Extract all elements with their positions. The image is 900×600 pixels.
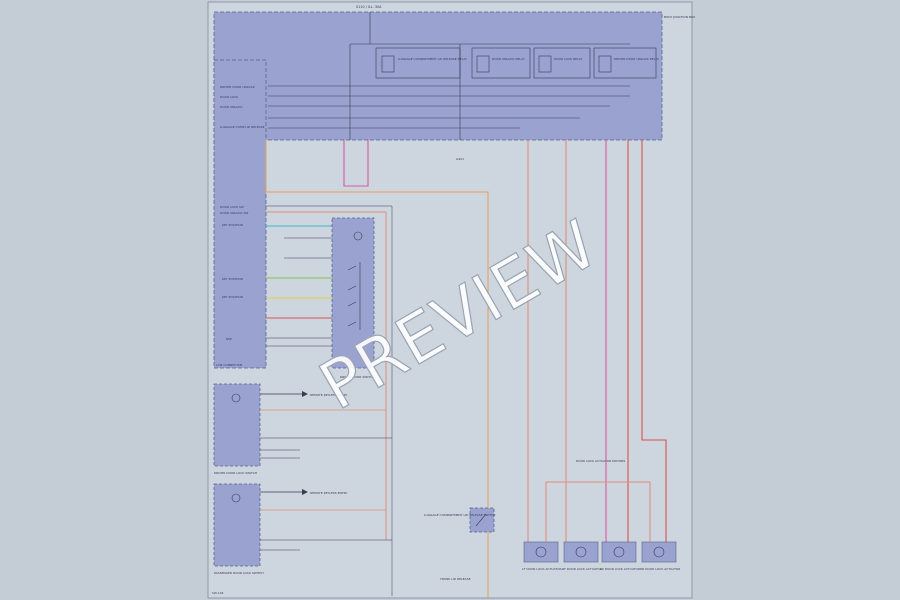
- trunk-release-note: TRUNK LID RELEASE: [439, 577, 471, 581]
- trunk-release-wire: [265, 140, 489, 598]
- lf-actuator-label: LF DOOR LOCK ACTUATOR: [522, 567, 562, 571]
- relay-4-label: DRIVER DOOR UNLOCK RELAY: [614, 57, 659, 61]
- gem-pin-labels: DRIVER DOOR UNLOCK DOOR LOCK DOOR UNLOCK…: [216, 85, 265, 367]
- gem-pin-7: KEY POSITION: [222, 223, 243, 227]
- gem-pin-10: RKE: [226, 337, 232, 341]
- gem-pin-4: LUGGAGE COMP LID RELEASE: [220, 125, 265, 129]
- arrow-icon-2: [302, 489, 308, 495]
- gem-pin-1: DRIVER DOOR UNLOCK: [220, 85, 256, 89]
- gem-pin-5: DOOR LOCK SW: [220, 205, 244, 209]
- arrow-icon: [302, 391, 308, 397]
- relay-3-label: DOOR LOCK RELAY: [554, 57, 583, 61]
- driver-switch-label: DRIVER DOOR LOCK SWITCH: [214, 471, 257, 475]
- trunk-switch-module: [469, 507, 495, 533]
- gem-footer: LCM CONNECTOR: [216, 363, 243, 367]
- pink-wires: [343, 140, 369, 187]
- trunk-switch-label: LUGGAGE COMPARTMENT LID RELEASE SWITCH: [424, 513, 495, 517]
- bjb-module-label: BODY JUNCTION BOX: [664, 15, 695, 19]
- rf-actuator-label: RF DOOR LOCK ACTUATOR: [562, 567, 602, 571]
- gem-pin-9: KEY POSITION: [222, 295, 243, 299]
- relay-trunk-release: LUGGAGE COMPARTMENT LID RELEASE RELAY: [375, 47, 467, 79]
- switch-contacts: [347, 262, 361, 330]
- lr-actuator-label: LR DOOR LOCK ACTUATOR: [600, 567, 640, 571]
- motor-icon: [613, 546, 625, 558]
- actuator-lf: LF DOOR LOCK ACTUATOR: [522, 541, 562, 571]
- actuator-rr: RR DOOR LOCK ACTUATOR: [640, 541, 680, 571]
- page-code: SW-102: [212, 591, 224, 595]
- motor-icon: [653, 546, 665, 558]
- rr-actuator-label: RR DOOR LOCK ACTUATOR: [640, 567, 680, 571]
- gem-pin-2: DOOR LOCK: [220, 95, 239, 99]
- passenger-lamp-icon: [231, 493, 241, 503]
- actuator-note: DOOR LOCK ACTUATOR MOTORS: [576, 459, 625, 463]
- ground-bjb: G201: [456, 157, 464, 161]
- driver-lock-switch-module: [213, 383, 261, 467]
- gem-pin-6: DOOR UNLOCK SW: [220, 211, 248, 215]
- gem-signal-wires: [266, 205, 392, 347]
- relay-2-label: DOOR UNLOCK RELAY: [492, 57, 525, 61]
- gem-pin-3: DOOR UNLOCK: [220, 105, 244, 109]
- top-feed-label: S110 / ILL. 30A: [356, 5, 382, 9]
- relay-driver-unlock: DRIVER DOOR UNLOCK RELAY: [593, 47, 659, 79]
- relay-1-label: LUGGAGE COMPARTMENT LID RELEASE RELAY: [398, 57, 467, 61]
- passenger-switch-label: PASSENGER DOOR LOCK SWITCH: [214, 571, 264, 575]
- switch-side-notes: [284, 237, 332, 259]
- switch-block-label: DRIVER DOOR SWITCH: [340, 375, 374, 379]
- motor-icon: [535, 546, 547, 558]
- relay-door-lock: DOOR LOCK RELAY: [533, 47, 591, 79]
- gem-module: [213, 59, 267, 369]
- driver-lamp-icon: [231, 393, 241, 403]
- passenger-switch-wires: [260, 491, 392, 551]
- keyless-entry-label-1: REMOTE KEYLESS ENTRY: [310, 393, 348, 397]
- passenger-lock-switch-module: [213, 483, 261, 567]
- module-bus-lines: [268, 12, 630, 140]
- keyless-entry-label-2: REMOTE KEYLESS ENTRY: [310, 491, 348, 495]
- actuator-rf: RF DOOR LOCK ACTUATOR: [562, 541, 602, 571]
- actuator-lr: LR DOOR LOCK ACTUATOR: [600, 541, 640, 571]
- trunk-switch-contact: [475, 513, 487, 527]
- actuator-wires: [527, 140, 667, 544]
- junction-box-module: [213, 11, 663, 141]
- gem-pin-8: KEY POSITION: [222, 277, 243, 281]
- lamp-icon: [353, 231, 363, 241]
- door-switch-module: [331, 217, 375, 369]
- driver-switch-wires: [260, 393, 392, 459]
- motor-icon: [575, 546, 587, 558]
- relay-door-unlock: DOOR UNLOCK RELAY: [471, 47, 531, 79]
